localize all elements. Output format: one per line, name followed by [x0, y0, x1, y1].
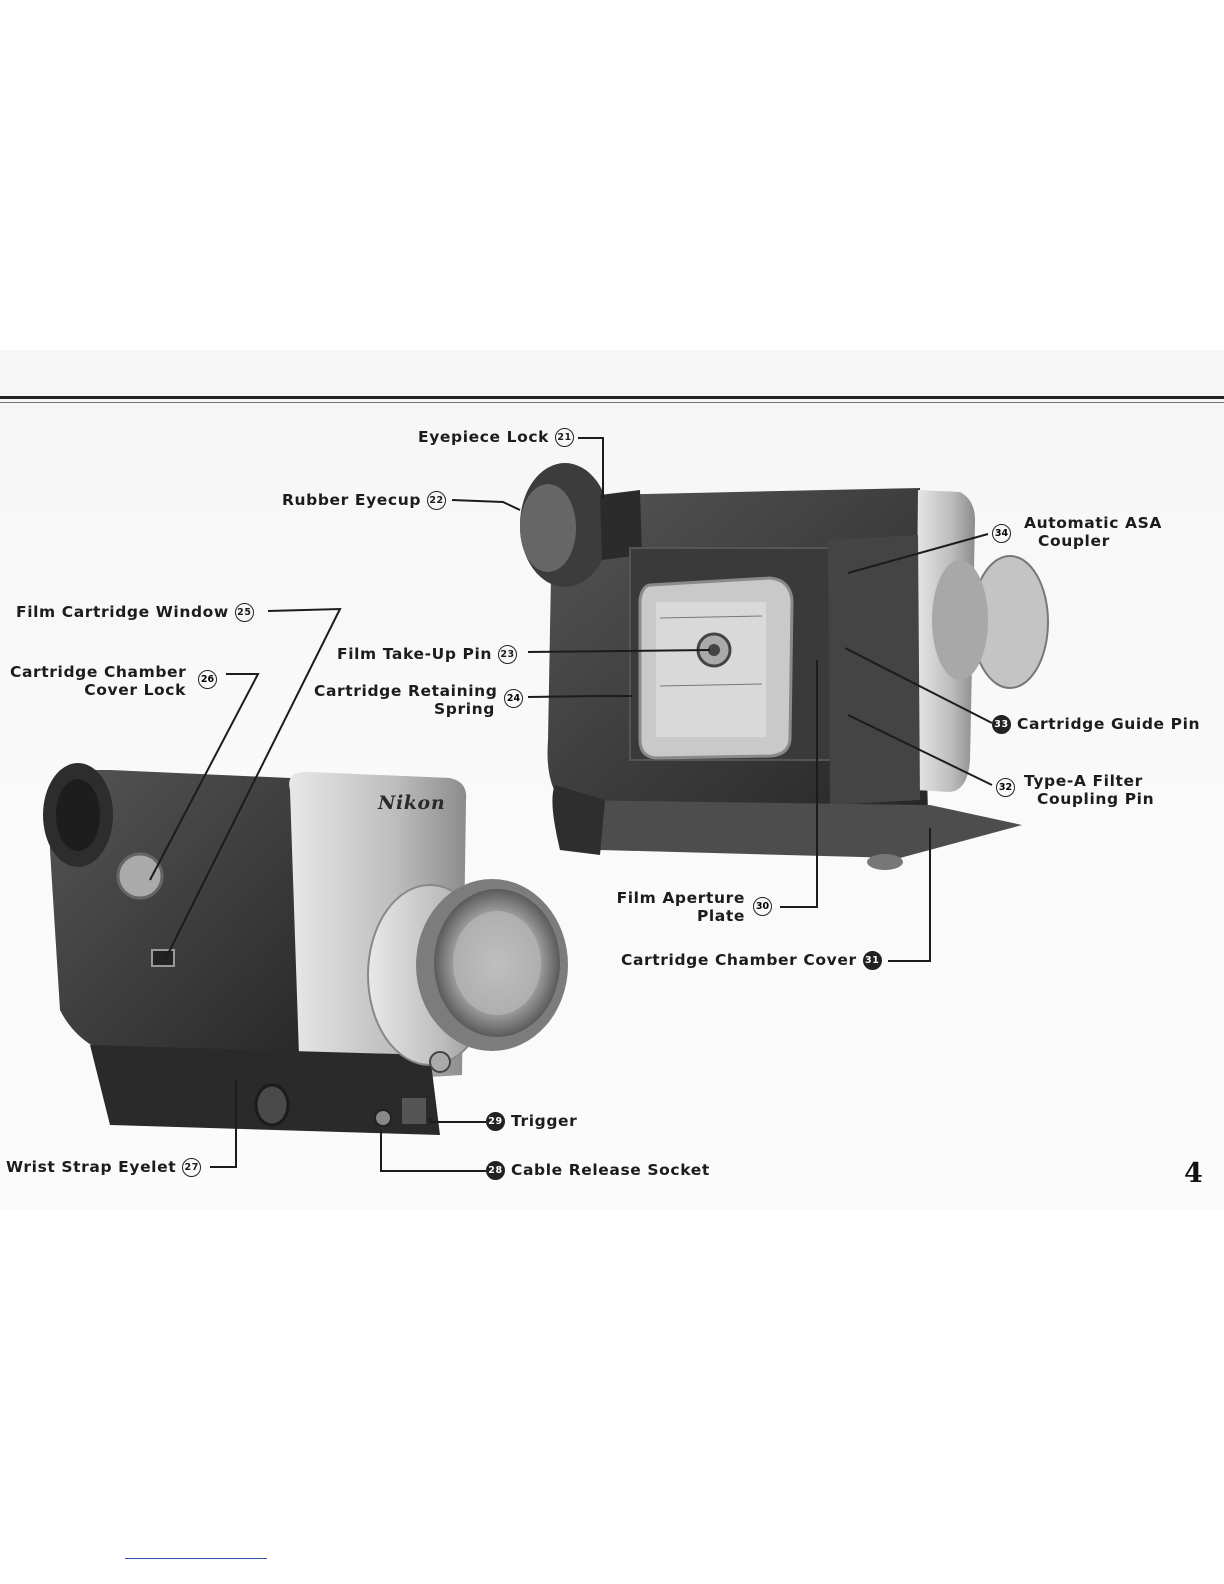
callout-film-cartridge-window: Film Cartridge Window 25	[16, 603, 254, 622]
callout-number: 29	[486, 1112, 505, 1131]
callout-number: 27	[182, 1158, 202, 1177]
callout-text-line2: Cover Lock	[84, 681, 186, 699]
callout-text: Trigger	[511, 1112, 578, 1130]
callout-text: Cartridge Guide Pin	[1017, 715, 1201, 733]
callout-text: Cartridge Chamber Cover	[621, 951, 857, 969]
callout-number: 21	[555, 428, 575, 447]
callout-number: 31	[862, 951, 882, 970]
callout-text-line1: Automatic ASA	[1024, 514, 1162, 532]
callout-number: 33	[992, 715, 1011, 734]
callout-number-30: 30	[753, 897, 772, 916]
callout-number-26: 26	[198, 670, 217, 689]
leader-31	[888, 828, 931, 962]
callout-rubber-eyecup: Rubber Eyecup 22	[282, 491, 447, 510]
callout-cable-release-socket: 28 Cable Release Socket	[486, 1161, 710, 1180]
top-rule	[0, 396, 1224, 399]
callout-wrist-strap-eyelet: Wrist Strap Eyelet 27	[6, 1158, 202, 1177]
callout-text-line2: Plate	[696, 907, 745, 925]
callout-text: Cable Release Socket	[511, 1161, 710, 1179]
front-camera	[43, 763, 568, 1135]
callout-text: Eyepiece Lock	[418, 428, 550, 446]
callout-number: 22	[427, 491, 447, 510]
callout-cartridge-retaining-spring: Cartridge Retaining Spring	[314, 682, 498, 718]
callout-number-32: 32	[996, 778, 1015, 797]
leader-28	[380, 1130, 486, 1172]
top-rule-thin	[0, 402, 1224, 403]
callout-number: 23	[498, 645, 518, 664]
leader-33	[844, 647, 993, 724]
open-camera	[520, 463, 1049, 870]
callout-cartridge-guide-pin: 33 Cartridge Guide Pin	[992, 715, 1200, 734]
callout-number: 25	[234, 603, 254, 622]
callout-film-take-up-pin: Film Take-Up Pin 23	[337, 645, 518, 664]
callout-type-a-filter-coupling-pin: Type-A Filter Coupling Pin	[1024, 772, 1154, 808]
leader-30	[780, 660, 818, 908]
leader-26	[149, 673, 260, 881]
callout-trigger: 29 Trigger	[486, 1112, 577, 1131]
callout-text-line1: Film Aperture	[616, 889, 745, 907]
leader-lines	[149, 437, 993, 1172]
callout-cartridge-chamber-cover: Cartridge Chamber Cover 31	[621, 951, 882, 970]
leader-21	[578, 437, 604, 498]
callout-text-line2: Coupler	[1038, 532, 1110, 550]
leader-29	[429, 1118, 486, 1123]
callout-text: Rubber Eyecup	[282, 491, 422, 509]
callout-cartridge-chamber-cover-lock: Cartridge Chamber Cover Lock	[10, 663, 186, 699]
footer-link-underline[interactable]	[125, 1558, 267, 1559]
leader-23	[527, 649, 711, 653]
page-number: 4	[1184, 1158, 1203, 1189]
callout-text-line2: Coupling Pin	[1037, 790, 1155, 808]
callout-number: 28	[486, 1161, 505, 1180]
leader-34	[847, 533, 989, 574]
callout-text-line2: Spring	[434, 700, 495, 718]
leader-22	[451, 499, 521, 511]
callout-text-line1: Cartridge Retaining	[314, 682, 498, 700]
callout-automatic-asa-coupler: Automatic ASA Coupler	[1024, 514, 1162, 550]
leader-24	[527, 695, 632, 698]
callout-text-line1: Type-A Filter	[1024, 772, 1143, 790]
callout-number-24: 24	[504, 689, 523, 708]
callout-text: Film Take-Up Pin	[337, 645, 493, 663]
leader-27	[210, 1080, 237, 1168]
callout-film-aperture-plate: Film Aperture Plate	[600, 889, 745, 925]
callout-eyepiece-lock: Eyepiece Lock 21	[418, 428, 575, 447]
callout-number-34: 34	[992, 524, 1011, 543]
callout-text: Wrist Strap Eyelet	[6, 1158, 177, 1176]
leader-25	[164, 607, 342, 961]
leader-32	[847, 714, 993, 786]
callout-text-line1: Cartridge Chamber	[10, 663, 187, 681]
callout-text: Film Cartridge Window	[16, 603, 229, 621]
nikon-logo: Nikon	[378, 792, 446, 814]
